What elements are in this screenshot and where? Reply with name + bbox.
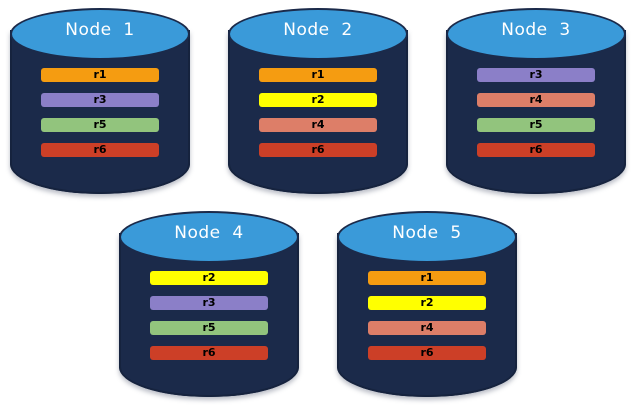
replica-bar[interactable]: r5: [477, 118, 595, 132]
node-label: Node 3: [501, 20, 571, 40]
replica-bar[interactable]: r6: [259, 143, 377, 157]
node-label: Node 5: [392, 223, 462, 243]
replica-list: r3 r4 r5 r6: [477, 68, 595, 157]
replica-list: r1 r2 r4 r6: [368, 271, 486, 360]
replica-bar[interactable]: r4: [368, 321, 486, 335]
replica-bar[interactable]: r2: [368, 296, 486, 310]
replica-bar[interactable]: r3: [477, 68, 595, 82]
node-label: Node 2: [283, 20, 353, 40]
replica-bar[interactable]: r2: [150, 271, 268, 285]
replica-bar[interactable]: r1: [41, 68, 159, 82]
replica-bar[interactable]: r4: [477, 93, 595, 107]
cylinder-top-ellipse: [119, 211, 299, 263]
replica-bar[interactable]: r6: [150, 346, 268, 360]
replica-bar[interactable]: r6: [41, 143, 159, 157]
replica-bar[interactable]: r4: [259, 118, 377, 132]
cylinder-top-ellipse: [228, 8, 408, 60]
replica-bar[interactable]: r1: [259, 68, 377, 82]
replica-list: r1 r2 r4 r6: [259, 68, 377, 157]
replica-list: r1 r3 r5 r6: [41, 68, 159, 157]
node-label: Node 4: [174, 223, 244, 243]
replica-bar[interactable]: r3: [41, 93, 159, 107]
replica-bar[interactable]: r2: [259, 93, 377, 107]
cylinder-top-ellipse: [446, 8, 626, 60]
replica-bar[interactable]: r3: [150, 296, 268, 310]
node-cylinder[interactable]: Node 2 r1 r2 r4 r6: [228, 8, 408, 194]
node-cylinder[interactable]: Node 1 r1 r3 r5 r6: [10, 8, 190, 194]
replica-bar[interactable]: r6: [368, 346, 486, 360]
node-label: Node 1: [65, 20, 135, 40]
node-cylinder[interactable]: Node 3 r3 r4 r5 r6: [446, 8, 626, 194]
replica-bar[interactable]: r5: [150, 321, 268, 335]
replica-list: r2 r3 r5 r6: [150, 271, 268, 360]
replica-bar[interactable]: r1: [368, 271, 486, 285]
node-cylinder[interactable]: Node 4 r2 r3 r5 r6: [119, 211, 299, 397]
node-cylinder[interactable]: Node 5 r1 r2 r4 r6: [337, 211, 517, 397]
cylinder-top-ellipse: [337, 211, 517, 263]
replica-bar[interactable]: r6: [477, 143, 595, 157]
replica-bar[interactable]: r5: [41, 118, 159, 132]
cylinder-top-ellipse: [10, 8, 190, 60]
